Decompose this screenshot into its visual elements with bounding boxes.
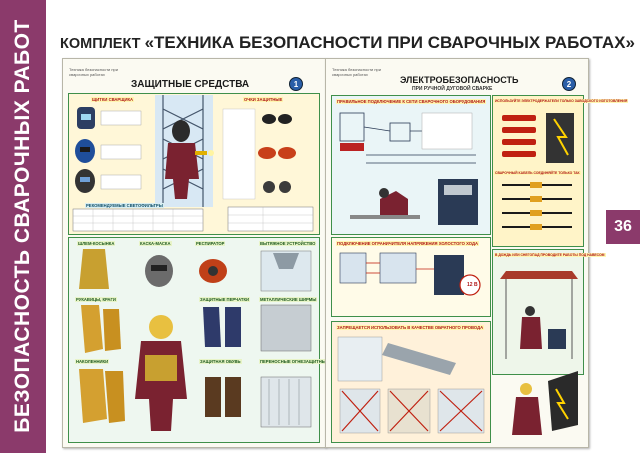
poster-header-text-2: Техника безопасности при сварочных работ… [332, 67, 381, 77]
poster-number: 1 [289, 77, 303, 91]
sidebar: БЕЗОПАСНОСТЬ СВАРОЧНЫХ РАБОТ [0, 0, 46, 453]
label-shoes: ЗАЩИТНАЯ ОБУВЬ [199, 359, 242, 364]
label-filters: РЕКОМЕНДУЕМЫЕ СВЕТОФИЛЬТРЫ [85, 203, 164, 208]
label-kneepads: НАКОЛЕННИКИ [75, 359, 110, 364]
page-number-badge: 36 [606, 210, 640, 244]
label-gloves: РУКАВИЦЫ, КРАГИ [75, 297, 117, 302]
label-respirator: РЕСПИРАТОР [195, 241, 226, 246]
poster-protective-equipment: Техника безопасности при сварочных работ… [62, 58, 348, 448]
poster-subtitle-2: ПРИ РУЧНОЙ ДУГОВОЙ СВАРКЕ [412, 86, 493, 92]
panel-rain [492, 249, 584, 375]
poster-illustration-bottom [79, 249, 312, 431]
label-goggles: ОЧКИ ЗАЩИТНЫЕ [243, 97, 284, 102]
label-holders: ИСПОЛЬЗУЙТЕ ЭЛЕКТРОДЕРЖАТЕЛИ ТОЛЬКО ЗАВО… [494, 99, 629, 103]
page-title: КОМПЛЕКТ «ТЕХНИКА БЕЗОПАСНОСТИ ПРИ СВАРО… [60, 33, 635, 53]
poster2-illustration-top [339, 112, 574, 230]
label-forbidden: ЗАПРЕЩАЕТСЯ ИСПОЛЬЗОВАТЬ В КАЧЕСТВЕ ОБРА… [336, 325, 485, 330]
title-prefix: КОМПЛЕКТ [60, 36, 145, 52]
label-booth: МЕТАЛЛИЧЕСКИЕ ШИРМЫ [259, 297, 318, 302]
label-voltage: 12 В [466, 282, 479, 288]
label-helmet: КАСКА-МАСКА [139, 241, 172, 246]
poster-title: ЗАЩИТНЫЕ СРЕДСТВА [131, 79, 250, 90]
label-hood: ШЛЕМ-КОСЫНКА [77, 241, 116, 246]
poster-header-text: Техника безопасности при сварочных работ… [69, 67, 118, 77]
poster2-illustration-middle [339, 252, 578, 359]
label-connection: ПРАВИЛЬНОЕ ПОДКЛЮЧЕНИЕ К СЕТИ СВАРОЧНОГО… [336, 99, 487, 104]
poster-illustration-top [72, 95, 314, 232]
title-main: «ТЕХНИКА БЕЗОПАСНОСТИ ПРИ СВАРОЧНЫХ РАБО… [144, 33, 635, 52]
label-exhaust: ВЫТЯЖНОЕ УСТРОЙСТВО [259, 241, 317, 246]
poster2-illustration-bottom [337, 336, 578, 435]
poster-number-2: 2 [562, 77, 576, 91]
label-shields: ЩИТКИ СВАРЩИКА [91, 97, 135, 102]
sidebar-title: БЕЗОПАСНОСТЬ СВАРОЧНЫХ РАБОТ [11, 19, 34, 433]
poster-title-2: ЭЛЕКТРОБЕЗОПАСНОСТЬ [400, 75, 519, 85]
label-cable: СВАРОЧНЫЙ КАБЕЛЬ СОЕДИНЯЙТЕ ТОЛЬКО ТАК [494, 171, 581, 175]
label-curtain: ПЕРЕНОСНЫЕ ОГНЕЗАЩИТНЫЕ ШТОРЫ [259, 359, 348, 364]
label-gloves2: ЗАЩИТНЫЕ ПЕРЧАТКИ [199, 297, 251, 302]
poster-electrical-safety: Техника безопасности при сварочных работ… [325, 58, 629, 448]
label-limiter: ПОДКЛЮЧЕНИЕ ОГРАНИЧИТЕЛЯ НАПРЯЖЕНИЯ ХОЛО… [336, 241, 479, 246]
label-rain: В ДОЖДЬ ИЛИ СНЕГОПАД ПРОВОДИТЕ РАБОТЫ ПО… [494, 253, 606, 257]
